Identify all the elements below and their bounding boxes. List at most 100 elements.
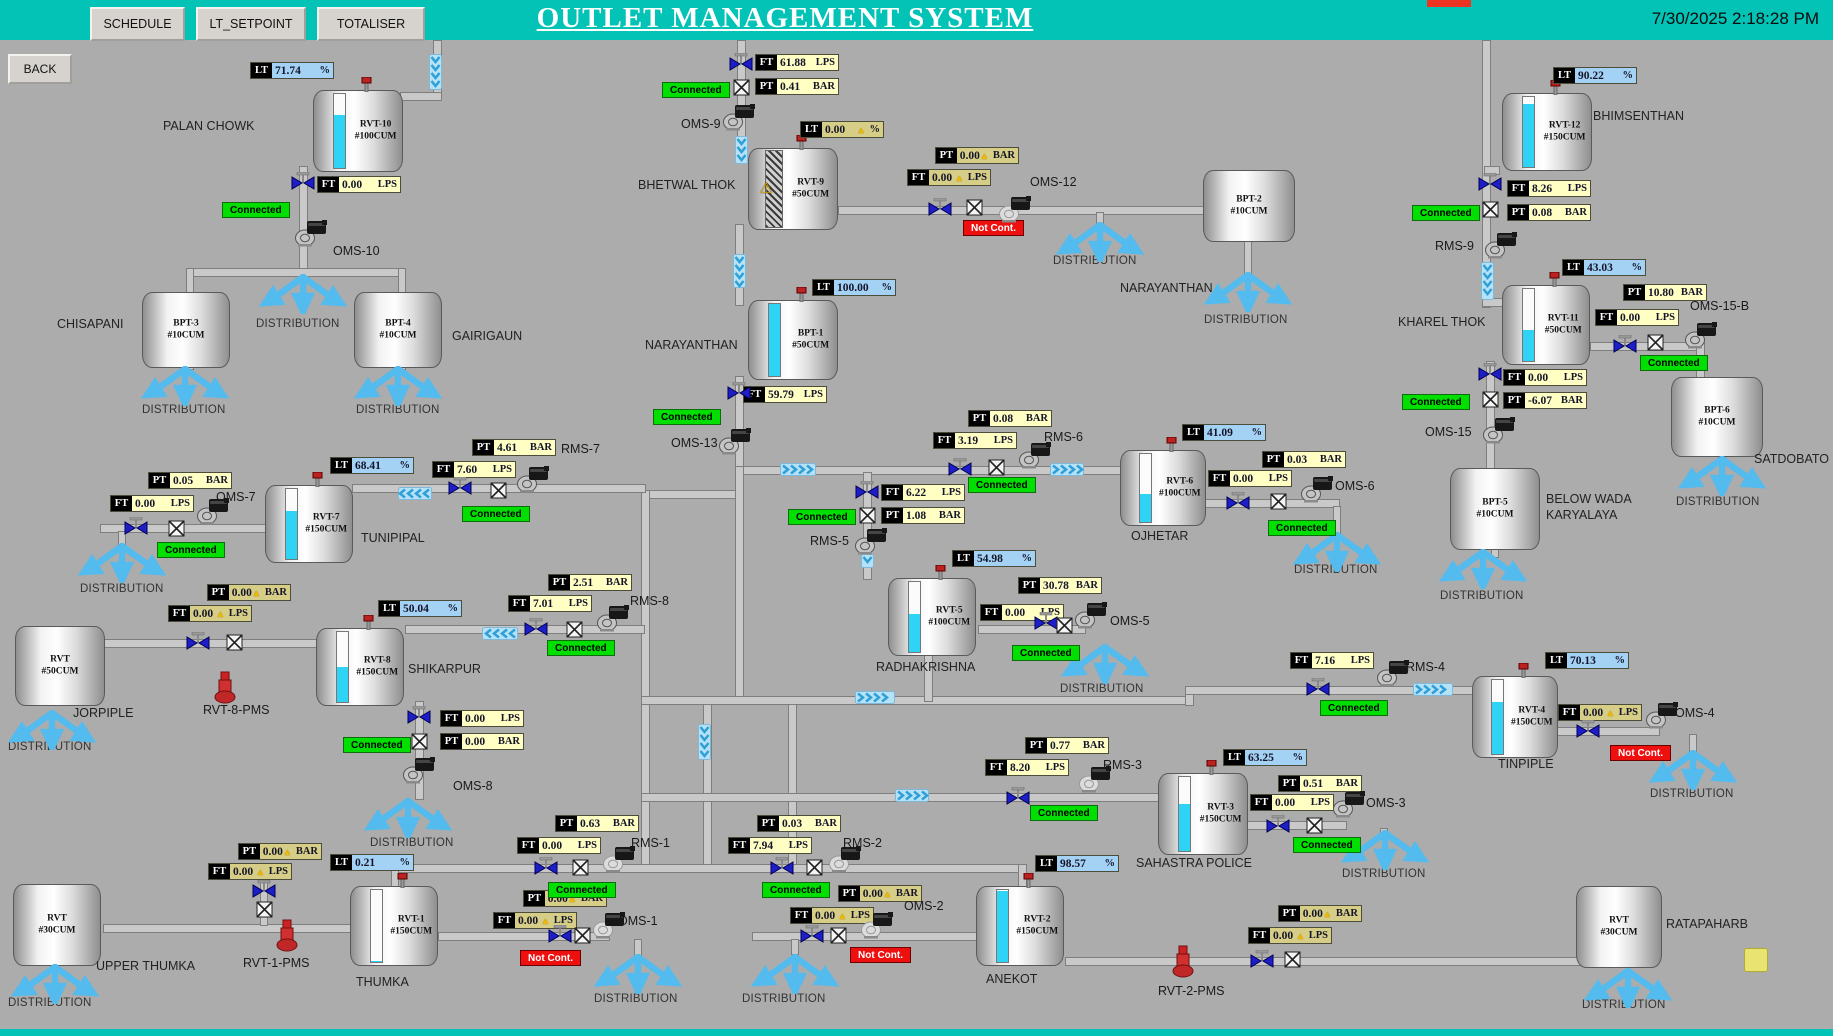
valve-icon[interactable] (548, 924, 572, 950)
x-valve-icon[interactable] (411, 733, 428, 755)
valve-icon[interactable] (1034, 611, 1058, 637)
meter-value: 0.03 (782, 817, 803, 830)
x-valve-icon[interactable] (1306, 817, 1323, 839)
pump-rvt-8-pms[interactable] (212, 670, 238, 709)
yellow-mini-button[interactable] (1744, 948, 1768, 972)
x-valve-icon[interactable] (1482, 201, 1499, 223)
meter-warning-icon: ▲ (979, 150, 989, 161)
x-valve-icon[interactable] (256, 901, 273, 923)
x-valve-icon[interactable] (490, 482, 507, 504)
meter-value: 10.80 (1648, 286, 1674, 299)
pump-oms-10[interactable] (294, 220, 328, 252)
pump-oms-13[interactable] (718, 428, 752, 460)
x-valve-icon[interactable] (572, 859, 589, 881)
valve-icon[interactable] (1006, 786, 1030, 812)
meter-value: 0.00 (233, 865, 254, 878)
pump-oms-5[interactable] (1074, 602, 1108, 634)
pump-oms-9[interactable] (722, 104, 756, 136)
meter-value: 8.26 (1532, 182, 1553, 195)
x-valve-icon[interactable] (966, 199, 983, 221)
valve-icon[interactable] (1226, 491, 1250, 517)
x-valve-icon[interactable] (226, 634, 243, 656)
valve-icon[interactable] (291, 171, 315, 197)
status-connected: Connected (1402, 394, 1470, 410)
meter-value: 7.94 (753, 839, 774, 852)
pump-rvt-1-pms[interactable] (274, 918, 300, 957)
pump-oms-3[interactable] (1332, 791, 1366, 823)
x-valve-icon[interactable] (1270, 493, 1287, 515)
level-sensor-icon (360, 76, 372, 97)
pump-rvt-2-pms[interactable] (1170, 944, 1196, 983)
lt-setpoint-button[interactable]: LT_SETPOINT (196, 7, 306, 41)
pump-rms-4[interactable] (1376, 660, 1410, 692)
valve-icon[interactable] (448, 476, 472, 502)
valve-icon[interactable] (1478, 172, 1502, 198)
distribution-label: DISTRIBUTION (80, 583, 164, 595)
valve-icon[interactable] (252, 879, 276, 905)
pump-oms-7[interactable] (196, 498, 230, 530)
valve-icon[interactable] (124, 516, 148, 542)
x-valve-icon[interactable] (1056, 617, 1073, 639)
valve-icon[interactable] (729, 52, 753, 78)
pump-rms-9[interactable] (1484, 232, 1518, 264)
totaliser-button[interactable]: TOTALISER (317, 7, 425, 41)
valve-icon[interactable] (928, 197, 952, 223)
valve-icon[interactable] (186, 631, 210, 657)
back-button[interactable]: BACK (8, 54, 72, 84)
x-valve-icon[interactable] (1482, 391, 1499, 413)
meter-prefix: LT (331, 855, 352, 870)
pump-rms-2[interactable] (828, 846, 862, 878)
valve-icon[interactable] (1306, 677, 1330, 703)
valve-icon[interactable] (727, 381, 751, 407)
tank-bpt-6: BPT-6#10CUM (1671, 377, 1763, 457)
x-valve-icon[interactable] (574, 927, 591, 949)
pump-oms-12[interactable] (998, 196, 1032, 228)
meter-unit: LPS (967, 172, 987, 183)
pump-oms-15[interactable] (1482, 417, 1516, 449)
pump-rms-7[interactable] (516, 466, 550, 498)
valve-icon[interactable] (1266, 814, 1290, 840)
pump-oms-1[interactable] (592, 912, 626, 944)
valve-icon[interactable] (855, 480, 879, 506)
x-valve-icon[interactable] (566, 621, 583, 643)
x-valve-icon[interactable] (859, 507, 876, 529)
meter-value: 71.74 (275, 64, 301, 77)
distribution-label: DISTRIBUTION (142, 404, 226, 416)
meter-prefix: LT (251, 63, 272, 78)
x-valve-icon[interactable] (806, 859, 823, 881)
x-valve-icon[interactable] (1647, 334, 1664, 356)
x-valve-icon[interactable] (988, 459, 1005, 481)
pump-rms-8[interactable] (596, 605, 630, 637)
valve-icon[interactable] (770, 856, 794, 882)
x-valve-icon[interactable] (733, 79, 750, 101)
valve-icon[interactable] (407, 705, 431, 731)
x-valve-icon[interactable] (168, 520, 185, 542)
valve-icon[interactable] (1478, 362, 1502, 388)
pump-rms-6[interactable] (1018, 442, 1052, 474)
x-valve-icon[interactable] (830, 927, 847, 949)
pump-oms-15-b[interactable] (1684, 322, 1718, 354)
pump-oms-4[interactable] (1645, 702, 1679, 734)
pump-rms-1[interactable] (602, 846, 636, 878)
pipe-segment (863, 472, 872, 580)
valve-icon[interactable] (524, 617, 548, 643)
pump-oms-8[interactable] (402, 757, 436, 789)
valve-icon[interactable] (948, 457, 972, 483)
x-valve-icon[interactable] (1284, 951, 1301, 973)
meter-value: 0.00 (1302, 907, 1323, 920)
meter-prefix: FT (934, 433, 955, 448)
pump-oms-2[interactable] (860, 912, 894, 944)
schedule-button[interactable]: SCHEDULE (90, 7, 185, 41)
meter-unit: LPS (1310, 797, 1330, 808)
meter-unit: BAR (1075, 580, 1098, 591)
valve-icon[interactable] (1250, 949, 1274, 975)
meter-value: 59.79 (768, 388, 794, 401)
pump-oms-6[interactable] (1300, 476, 1334, 508)
valve-icon[interactable] (534, 856, 558, 882)
valve-icon[interactable] (1613, 334, 1637, 360)
pump-rms-3[interactable] (1078, 766, 1112, 798)
valve-icon[interactable] (800, 924, 824, 950)
valve-icon[interactable] (1576, 719, 1600, 745)
pump-rms-5[interactable] (854, 528, 888, 560)
